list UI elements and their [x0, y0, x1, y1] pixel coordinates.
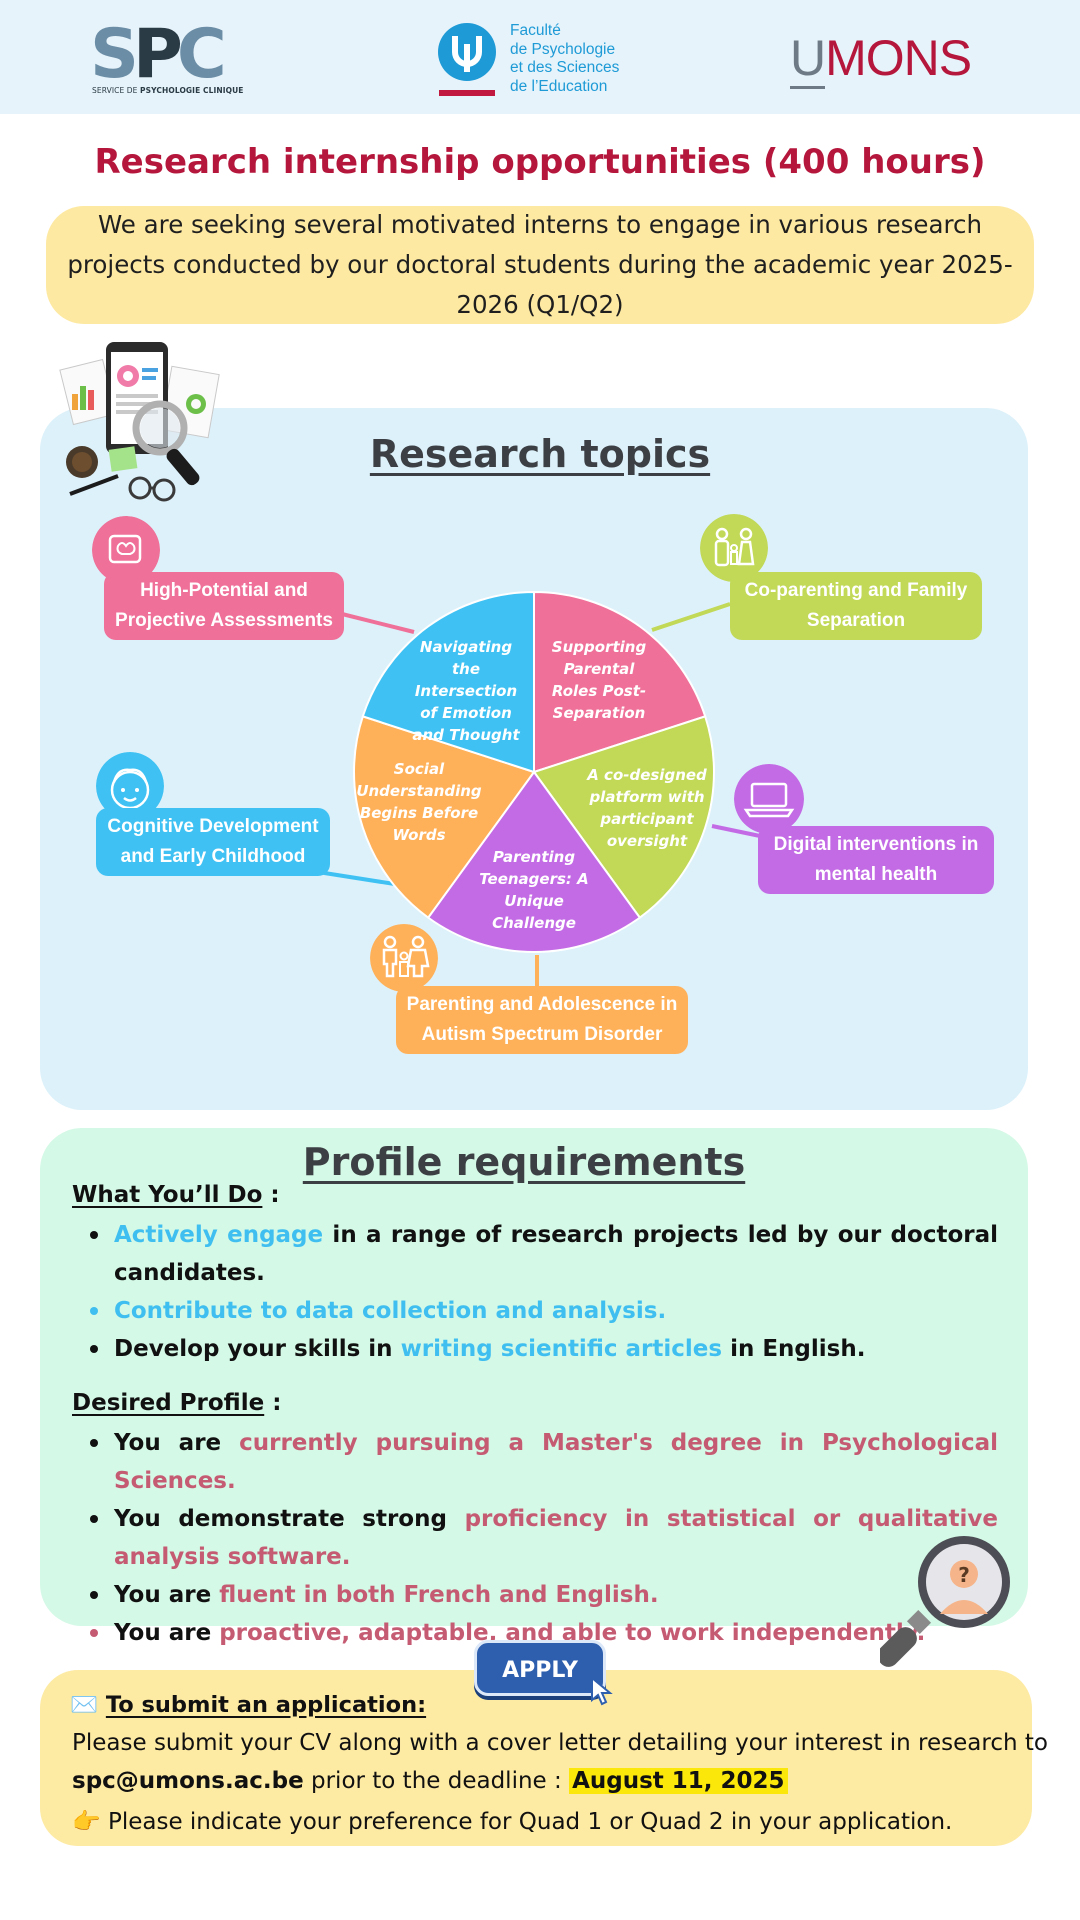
laptop-icon — [734, 764, 804, 834]
child-face-icon — [96, 752, 164, 820]
list-item: Actively engage in a range of research p… — [72, 1216, 998, 1292]
deadline-date: August 11, 2025 — [569, 1768, 788, 1794]
family-icon — [700, 514, 768, 582]
umons-logo: UMONS — [790, 30, 972, 89]
desired-profile-heading: Desired Profile : — [72, 1390, 282, 1416]
desired-profile-list: You are currently pursuing a Master's de… — [72, 1424, 998, 1652]
envelope-icon: ✉️ — [70, 1692, 99, 1718]
page-title: Research internship opportunities (400 h… — [94, 142, 986, 182]
submit-application-panel — [40, 1670, 1032, 1846]
pie-slice-label-emotion-thought: Navigating the Intersection of Emotion a… — [412, 638, 520, 744]
intro-text: We are seeking several motivated interns… — [67, 210, 1013, 319]
list-item: You demonstrate strong proficiency in st… — [72, 1500, 998, 1576]
pie-slice-label-parenting-teenagers: Parenting Teenagers: A Unique Challenge — [479, 848, 589, 932]
pie-slice-label-codesigned-platform: A co-designed platform with participant … — [587, 766, 707, 850]
cursor-pointer-icon — [591, 1676, 613, 1706]
svg-text:?: ? — [958, 1563, 970, 1587]
pointing-hand-icon: 👉 — [72, 1809, 101, 1835]
what-youll-do-heading: What You’ll Do : — [72, 1182, 280, 1208]
list-item: You are fluent in both French and Englis… — [72, 1576, 998, 1614]
profile-requirements-heading: Profile requirements — [302, 1140, 746, 1184]
submit-instructions: Please submit your CV along with a cover… — [72, 1730, 1048, 1756]
desk-research-illustration-icon — [59, 342, 220, 502]
list-item: You are currently pursuing a Master's de… — [72, 1424, 998, 1500]
faculty-logo: Faculté de Psychologie et des Sciences d… — [436, 20, 676, 100]
spc-logo-letters: SPC — [90, 15, 227, 94]
research-topics-heading: Research topics — [369, 432, 711, 476]
spc-logo: SPC SERVICE DE PSYCHOLOGIE CLINIQUE — [90, 15, 243, 100]
magnifier-question-icon: ? — [880, 1536, 1010, 1667]
apply-button[interactable]: APPLY — [474, 1640, 606, 1696]
pie-slice-label-parental-roles: Supporting Parental Roles Post-Separatio… — [551, 638, 647, 722]
submit-contact-line: spc@umons.ac.be prior to the deadline : … — [72, 1768, 788, 1794]
parent-child-icon — [370, 924, 438, 992]
list-item: Develop your skills in writing scientifi… — [72, 1330, 998, 1368]
header-banner: SPC SERVICE DE PSYCHOLOGIE CLINIQUE Facu… — [0, 0, 1080, 114]
contact-email[interactable]: spc@umons.ac.be — [72, 1768, 304, 1794]
what-youll-do-list: Actively engage in a range of research p… — [72, 1216, 998, 1368]
quad-preference-note: 👉 Please indicate your preference for Qu… — [72, 1809, 953, 1835]
intro-banner: We are seeking several motivated interns… — [46, 206, 1034, 324]
profile-requirements-panel — [40, 1128, 1028, 1626]
spc-logo-subtitle: SERVICE DE PSYCHOLOGIE CLINIQUE — [92, 86, 244, 95]
list-item: Contribute to data collection and analys… — [72, 1292, 998, 1330]
pie-slice-label-social-understanding: Social Understanding Begins Before Words — [356, 760, 482, 844]
brain-icon — [92, 516, 160, 584]
submit-heading: ✉️ To submit an application: — [70, 1692, 427, 1718]
faculty-emblem-icon — [438, 23, 496, 96]
faculty-name: Faculté de Psychologie et des Sciences d… — [510, 22, 620, 95]
